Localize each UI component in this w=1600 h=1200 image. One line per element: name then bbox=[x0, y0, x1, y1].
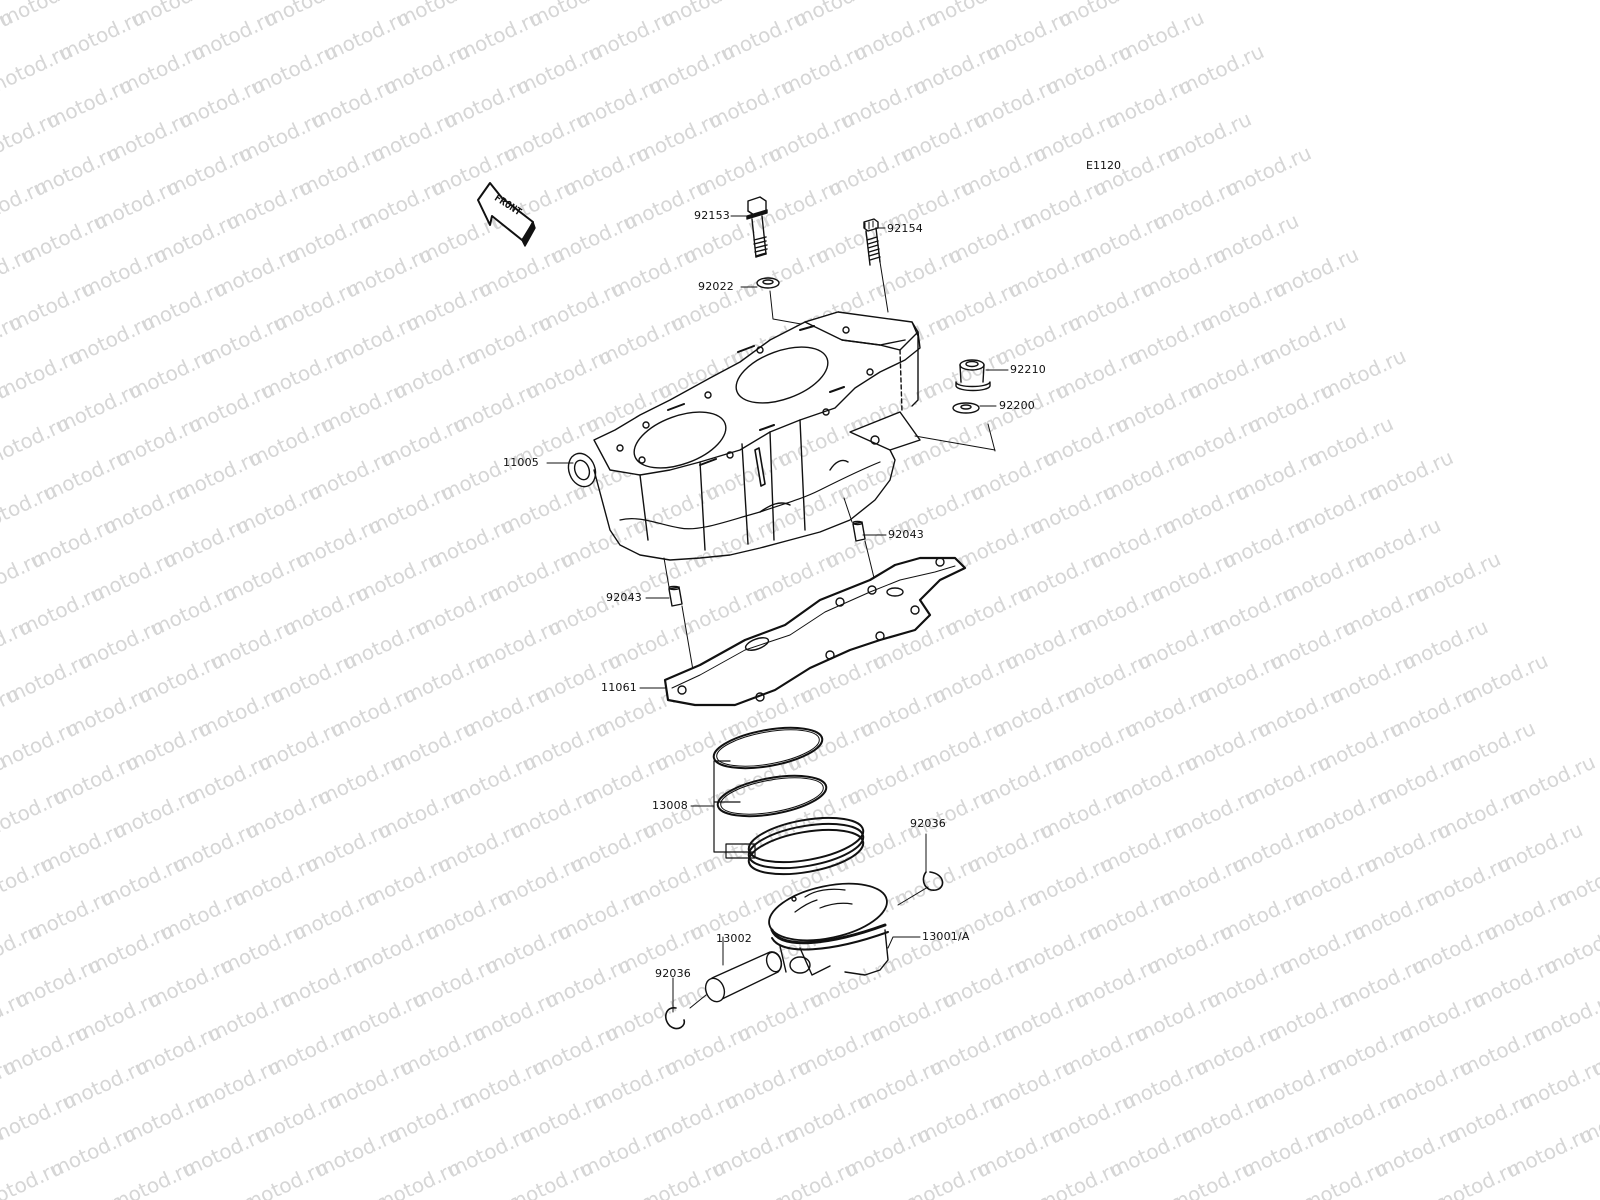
piston-13001A bbox=[768, 882, 889, 976]
sleeve-92210 bbox=[955, 359, 991, 392]
leader-92200-bracket bbox=[987, 423, 996, 452]
bolt-92154 bbox=[863, 218, 889, 313]
callout-92153[interactable]: 92153 bbox=[694, 209, 730, 222]
dowel-pin-92043-lower bbox=[663, 557, 695, 677]
front-arrow-icon: FRONT bbox=[477, 182, 536, 247]
callout-92200[interactable]: 92200 bbox=[999, 399, 1035, 412]
callout-92036-left[interactable]: 92036 bbox=[655, 967, 691, 980]
callout-11005[interactable]: 11005 bbox=[503, 456, 539, 469]
base-gasket-11061 bbox=[663, 556, 967, 707]
diagram-code: E1120 bbox=[1086, 159, 1121, 172]
piston-pin-13002 bbox=[689, 951, 783, 1009]
callout-92210[interactable]: 92210 bbox=[1010, 363, 1046, 376]
callout-92154[interactable]: 92154 bbox=[887, 222, 923, 235]
callout-92043-lower[interactable]: 92043 bbox=[606, 591, 642, 604]
leader-lines bbox=[546, 215, 1009, 1013]
bolt-92153 bbox=[746, 196, 768, 258]
callout-13001A[interactable]: 13001/A bbox=[922, 930, 970, 943]
circlip-92036-right bbox=[897, 871, 944, 906]
piston-rings-13008 bbox=[712, 726, 865, 876]
callout-92036-right[interactable]: 92036 bbox=[910, 817, 946, 830]
washer-92200 bbox=[952, 402, 980, 414]
cylinder-block-11005 bbox=[567, 311, 996, 561]
callout-11061[interactable]: 11061 bbox=[601, 681, 637, 694]
callout-92043-upper[interactable]: 92043 bbox=[888, 528, 924, 541]
circlip-92036-left bbox=[664, 1007, 686, 1030]
callout-13002[interactable]: 13002 bbox=[716, 932, 752, 945]
callout-92022[interactable]: 92022 bbox=[698, 280, 734, 293]
callout-13008[interactable]: 13008 bbox=[652, 799, 688, 812]
washer-92022 bbox=[756, 277, 802, 325]
